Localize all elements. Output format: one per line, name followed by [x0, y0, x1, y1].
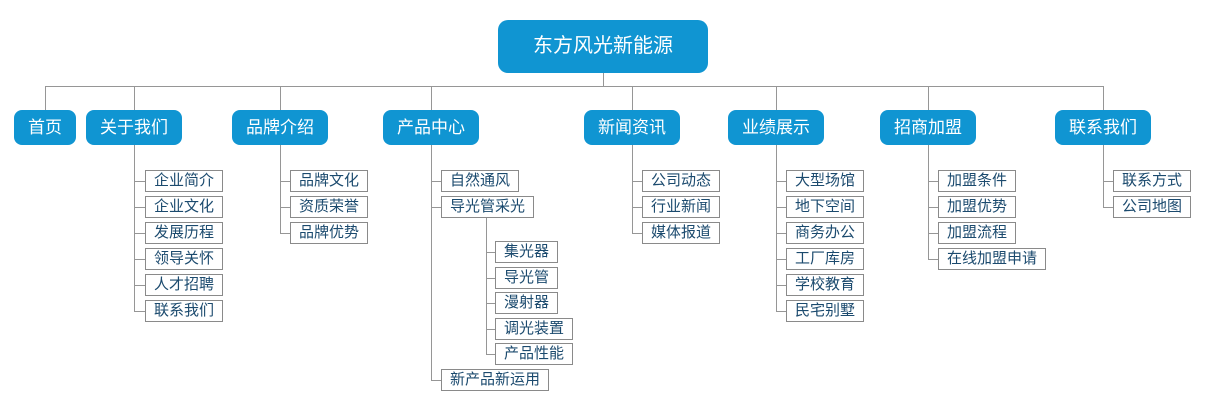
- node-about-us-child-2[interactable]: 发展历程: [145, 222, 224, 244]
- node-franchise-child-1[interactable]: 加盟优势: [938, 196, 1017, 218]
- connector-line: [134, 207, 145, 208]
- connector-line: [776, 311, 786, 312]
- connector-line: [486, 252, 495, 253]
- connector-line: [776, 259, 786, 260]
- connector-line: [776, 181, 786, 182]
- connector-line: [486, 354, 495, 355]
- connector-line: [632, 207, 642, 208]
- connector-line: [486, 329, 495, 330]
- node-about-us-child-3[interactable]: 领导关怀: [145, 248, 224, 270]
- connector-line: [632, 181, 642, 182]
- connector-line: [486, 218, 487, 354]
- connector-line: [776, 207, 786, 208]
- node-about-us-child-1[interactable]: 企业文化: [145, 196, 224, 218]
- node-showcase-child-3[interactable]: 工厂库房: [786, 248, 865, 270]
- connector-line: [928, 86, 929, 110]
- node-brand-intro[interactable]: 品牌介绍: [232, 110, 328, 145]
- node-showcase-child-1[interactable]: 地下空间: [786, 196, 865, 218]
- node-brand-intro-child-0[interactable]: 品牌文化: [290, 170, 369, 192]
- connector-line: [928, 145, 929, 259]
- connector-line: [431, 207, 441, 208]
- node-home[interactable]: 首页: [14, 110, 76, 145]
- node-product-center-sub-2[interactable]: 漫射器: [495, 292, 559, 314]
- connector-line: [1103, 207, 1113, 208]
- connector-line: [280, 86, 281, 110]
- connector-line: [1103, 145, 1104, 207]
- connector-line: [134, 259, 145, 260]
- connector-line: [45, 86, 1103, 87]
- connector-line: [134, 233, 145, 234]
- connector-line: [134, 145, 135, 311]
- node-brand-intro-child-2[interactable]: 品牌优势: [290, 222, 369, 244]
- connector-line: [280, 207, 290, 208]
- node-contact-child-1[interactable]: 公司地图: [1113, 196, 1192, 218]
- connector-line: [1103, 86, 1104, 110]
- connector-line: [134, 311, 145, 312]
- node-showcase-child-2[interactable]: 商务办公: [786, 222, 865, 244]
- connector-line: [776, 285, 786, 286]
- node-about-us-child-0[interactable]: 企业简介: [145, 170, 224, 192]
- node-product-center-sub-4[interactable]: 产品性能: [495, 343, 574, 365]
- node-franchise-child-3[interactable]: 在线加盟申请: [938, 248, 1047, 270]
- connector-line: [776, 233, 786, 234]
- node-product-center-sub-1[interactable]: 导光管: [495, 267, 559, 289]
- connector-line: [928, 259, 938, 260]
- connector-line: [1103, 181, 1113, 182]
- node-showcase[interactable]: 业绩展示: [728, 110, 824, 145]
- node-product-center[interactable]: 产品中心: [383, 110, 479, 145]
- connector-line: [632, 86, 633, 110]
- connector-line: [928, 181, 938, 182]
- node-news-child-2[interactable]: 媒体报道: [642, 222, 721, 244]
- node-product-center-sub-0[interactable]: 集光器: [495, 241, 559, 263]
- node-franchise-child-0[interactable]: 加盟条件: [938, 170, 1017, 192]
- node-contact-child-0[interactable]: 联系方式: [1113, 170, 1192, 192]
- connector-line: [632, 145, 633, 233]
- connector-line: [603, 73, 604, 86]
- node-product-center-child-1[interactable]: 导光管采光: [441, 196, 535, 218]
- connector-line: [134, 86, 135, 110]
- connector-line: [280, 233, 290, 234]
- node-showcase-child-5[interactable]: 民宅别墅: [786, 300, 865, 322]
- connector-line: [776, 145, 777, 311]
- node-about-us-child-5[interactable]: 联系我们: [145, 300, 224, 322]
- connector-line: [776, 86, 777, 110]
- connector-line: [486, 303, 495, 304]
- connector-line: [280, 145, 281, 233]
- node-brand-intro-child-1[interactable]: 资质荣誉: [290, 196, 369, 218]
- node-product-center-child-0[interactable]: 自然通风: [441, 170, 520, 192]
- connector-line: [134, 181, 145, 182]
- node-franchise-child-2[interactable]: 加盟流程: [938, 222, 1017, 244]
- node-news-child-1[interactable]: 行业新闻: [642, 196, 721, 218]
- node-about-us[interactable]: 关于我们: [86, 110, 182, 145]
- node-product-center-child-2[interactable]: 新产品新运用: [441, 369, 550, 391]
- connector-line: [45, 86, 46, 110]
- node-root[interactable]: 东方风光新能源: [498, 20, 708, 73]
- connector-line: [431, 380, 441, 381]
- node-showcase-child-0[interactable]: 大型场馆: [786, 170, 865, 192]
- connector-line: [431, 145, 432, 380]
- connector-line: [928, 233, 938, 234]
- connector-line: [280, 181, 290, 182]
- node-news-child-0[interactable]: 公司动态: [642, 170, 721, 192]
- node-contact[interactable]: 联系我们: [1055, 110, 1151, 145]
- node-product-center-sub-3[interactable]: 调光装置: [495, 318, 574, 340]
- connector-line: [134, 285, 145, 286]
- connector-line: [431, 181, 441, 182]
- node-showcase-child-4[interactable]: 学校教育: [786, 274, 865, 296]
- connector-line: [928, 207, 938, 208]
- node-about-us-child-4[interactable]: 人才招聘: [145, 274, 224, 296]
- connector-line: [486, 278, 495, 279]
- connector-line: [431, 86, 432, 110]
- node-franchise[interactable]: 招商加盟: [880, 110, 976, 145]
- connector-line: [632, 233, 642, 234]
- node-news[interactable]: 新闻资讯: [584, 110, 680, 145]
